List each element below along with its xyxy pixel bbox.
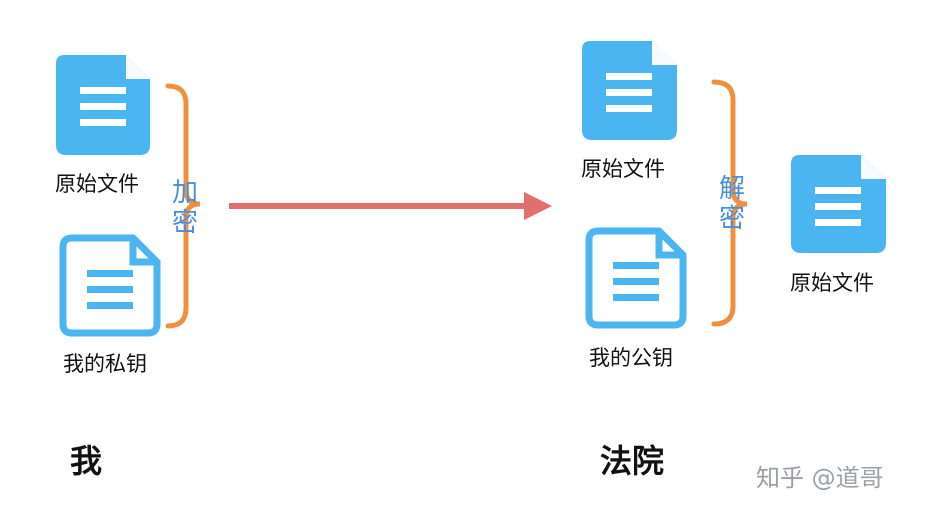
document-outline-icon [59,234,161,337]
document-filled-icon [56,55,150,155]
decrypt-label: 解密 [718,174,745,234]
sender-key-label: 我的私钥 [63,352,147,376]
sender-title: 我 [70,442,103,480]
result-file-label: 原始文件 [790,271,874,295]
sender-file-label: 原始文件 [55,172,139,196]
receiver-key-label: 我的公钥 [589,346,673,370]
encrypt-label: 加密 [171,178,198,238]
document-filled-icon [582,41,677,140]
receiver-title: 法院 [600,442,665,480]
document-filled-icon [791,155,886,253]
decrypt-bracket [711,79,748,327]
receiver-file-label: 原始文件 [581,157,665,181]
document-outline-icon [585,227,687,329]
transfer-arrow [229,192,552,220]
encrypt-bracket [165,83,201,329]
watermark: 知乎 @道哥 [756,464,884,492]
